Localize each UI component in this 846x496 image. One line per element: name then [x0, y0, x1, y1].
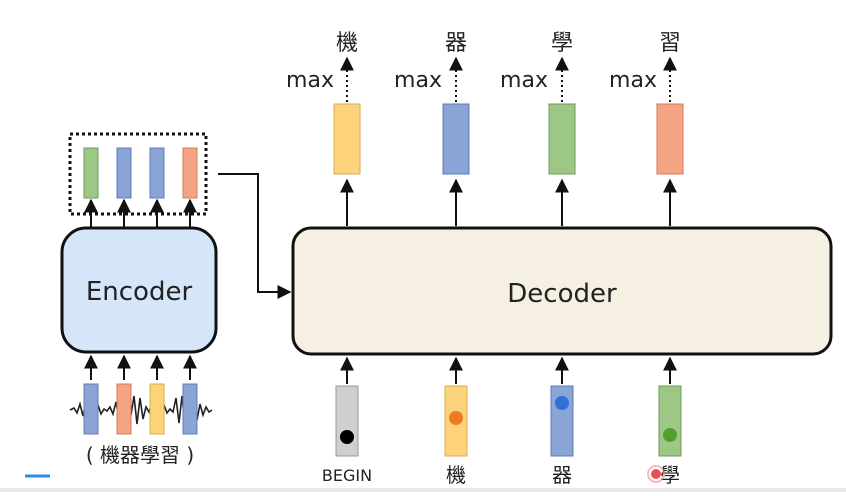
max-label-1: max	[286, 68, 334, 93]
decoder-input-label-4: 學	[660, 463, 680, 487]
bottom-bar	[0, 488, 846, 492]
output-distribution-4	[656, 103, 684, 175]
input-vector-3	[149, 383, 165, 435]
input-caption: ( 機器學習 )	[86, 443, 194, 467]
output-token-1: 機	[336, 31, 358, 56]
encoder-label: Encoder	[86, 277, 193, 307]
input-vector-4	[182, 383, 198, 435]
output-distribution-2	[442, 103, 470, 175]
output-token-4: 習	[659, 31, 681, 56]
decoder-input-vector-4	[658, 385, 682, 457]
encoder-block	[60, 226, 218, 354]
encoder-output-selection-box	[68, 132, 208, 216]
encoder-output-vector-1	[83, 147, 99, 199]
decoder-label: Decoder	[507, 279, 617, 309]
encoder-to-decoder-arrow	[218, 173, 292, 299]
decoder-input-label-2: 機	[446, 463, 466, 487]
max-label-4: max	[609, 68, 657, 93]
max-label-2: max	[394, 68, 442, 93]
input-vector-2	[116, 383, 132, 435]
begin-token-dot	[340, 430, 354, 444]
input-vector-1	[83, 383, 99, 435]
encoder-output-vector-4	[182, 147, 198, 199]
decoder-input-dot-4	[663, 428, 677, 442]
encoder-output-vector-2	[116, 147, 132, 199]
decoder-block	[291, 226, 833, 356]
max-label-3: max	[500, 68, 548, 93]
decoder-input-label-3: 器	[552, 463, 572, 487]
output-distribution-1	[333, 103, 361, 175]
laser-pointer-halo	[647, 465, 665, 483]
decoder-input-dot-3	[555, 396, 569, 410]
decoder-input-dot-2	[449, 411, 463, 425]
decoder-input-label-1: BEGIN	[322, 466, 372, 485]
laser-pointer-icon	[651, 469, 661, 479]
output-token-3: 學	[551, 31, 573, 56]
decoder-input-vector-begin	[335, 385, 359, 457]
output-distribution-3	[548, 103, 576, 175]
output-token-2: 器	[445, 31, 467, 56]
encoder-output-vector-3	[149, 147, 165, 199]
